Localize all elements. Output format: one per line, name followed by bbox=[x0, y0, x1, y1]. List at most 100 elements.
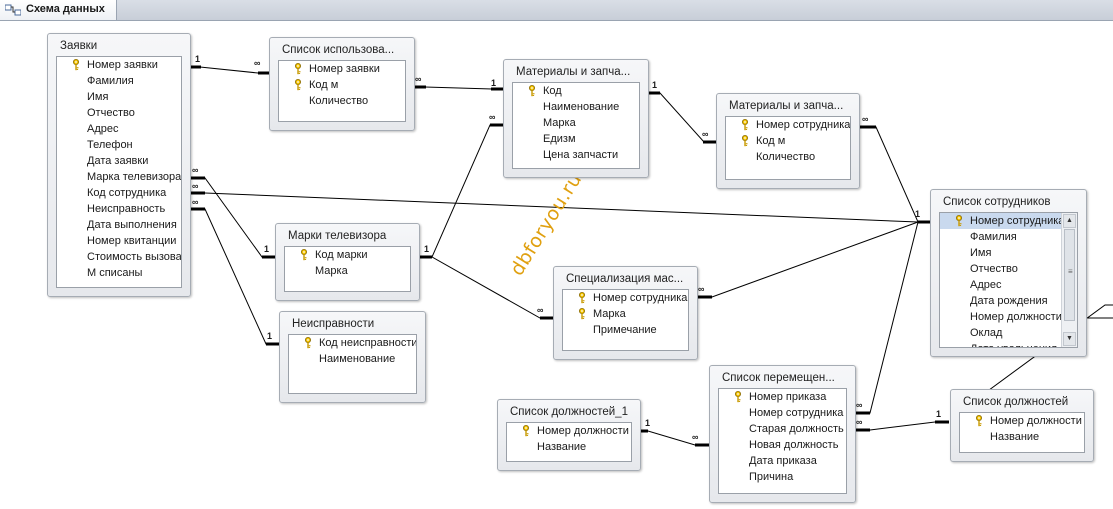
field-row[interactable]: Адрес bbox=[57, 121, 181, 137]
field-row-primary-key[interactable]: Номер заявки bbox=[57, 57, 181, 73]
field-row[interactable]: Отчество bbox=[940, 261, 1062, 277]
primary-key-icon bbox=[741, 119, 749, 131]
scroll-thumb[interactable]: ≡ bbox=[1064, 229, 1075, 321]
field-name: Название bbox=[537, 441, 587, 453]
field-row[interactable]: Примечание bbox=[563, 322, 688, 338]
field-row[interactable]: Номер сотрудника bbox=[719, 405, 846, 421]
field-row[interactable]: Наименование bbox=[513, 99, 639, 115]
field-row[interactable]: Марка телевизора bbox=[57, 169, 181, 185]
field-name: Код м bbox=[309, 79, 339, 91]
field-name: Номер сотрудника bbox=[749, 407, 844, 419]
field-row[interactable]: Дата рождения bbox=[940, 293, 1062, 309]
field-row[interactable]: Едизм bbox=[513, 131, 639, 147]
field-row[interactable]: Количество bbox=[726, 149, 850, 165]
field-row-primary-key[interactable]: Номер должности bbox=[960, 413, 1084, 429]
field-name: Причина bbox=[749, 471, 794, 483]
scroll-down-arrow-icon[interactable]: ▼ bbox=[1063, 332, 1076, 346]
field-row[interactable]: Дата увольнения bbox=[940, 341, 1062, 347]
field-row-primary-key[interactable]: Номер должности bbox=[507, 423, 631, 439]
field-row[interactable]: Дата выполнения bbox=[57, 217, 181, 233]
field-row[interactable]: Новая должность bbox=[719, 437, 846, 453]
field-row[interactable]: Фамилия bbox=[940, 229, 1062, 245]
field-row-primary-key[interactable]: Код м bbox=[279, 77, 405, 93]
field-name: Номер приказа bbox=[749, 391, 827, 403]
field-row[interactable]: Номер должности bbox=[940, 309, 1062, 325]
field-row[interactable]: Дата приказа bbox=[719, 453, 846, 469]
field-name: Неисправность bbox=[87, 203, 166, 215]
field-row[interactable]: Старая должность bbox=[719, 421, 846, 437]
cardinality-one: 1 bbox=[915, 209, 921, 219]
field-row[interactable]: Имя bbox=[940, 245, 1062, 261]
cardinality-one: 1 bbox=[195, 54, 201, 64]
field-row[interactable]: Стоимость вызова bbox=[57, 249, 181, 265]
field-row[interactable]: Наименование bbox=[289, 351, 416, 367]
field-row[interactable]: Причина bbox=[719, 469, 846, 485]
vertical-scrollbar[interactable]: ▲≡ ▼ bbox=[1061, 213, 1077, 347]
field-row[interactable]: Адрес bbox=[940, 277, 1062, 293]
field-row[interactable]: Количество bbox=[279, 93, 405, 109]
table-title: Заявки bbox=[60, 40, 98, 52]
field-row-primary-key[interactable]: Марка bbox=[563, 306, 688, 322]
cardinality-one: 1 bbox=[491, 78, 497, 88]
field-row[interactable]: Неисправность bbox=[57, 201, 181, 217]
field-row-primary-key[interactable]: Код марки bbox=[285, 247, 410, 263]
field-row-primary-key[interactable]: Код м bbox=[726, 133, 850, 149]
primary-key-icon bbox=[294, 63, 302, 75]
field-row[interactable]: Код сотрудника bbox=[57, 185, 181, 201]
field-row[interactable]: Марка bbox=[513, 115, 639, 131]
field-row-primary-key[interactable]: Номер приказа bbox=[719, 389, 846, 405]
field-row[interactable]: М списаны bbox=[57, 265, 181, 281]
field-row[interactable]: Название bbox=[960, 429, 1084, 445]
field-row[interactable]: Название bbox=[507, 439, 631, 455]
field-row-primary-key[interactable]: Номер заявки bbox=[279, 61, 405, 77]
tab-data-schema[interactable]: Схема данных bbox=[0, 0, 117, 20]
field-row[interactable]: Телефон bbox=[57, 137, 181, 153]
field-row[interactable]: Дата заявки bbox=[57, 153, 181, 169]
primary-key-icon bbox=[528, 85, 536, 97]
field-name: Название bbox=[990, 431, 1040, 443]
field-row-primary-key[interactable]: Номер сотрудника bbox=[726, 117, 850, 133]
table-title: Список использова... bbox=[282, 44, 395, 56]
field-row-primary-key[interactable]: Код bbox=[513, 83, 639, 99]
field-row[interactable]: Отчество bbox=[57, 105, 181, 121]
field-row[interactable]: Фамилия bbox=[57, 73, 181, 89]
field-name: Цена запчасти bbox=[543, 149, 619, 161]
cardinality-many: ∞ bbox=[698, 284, 705, 294]
cardinality-many: ∞ bbox=[862, 114, 869, 124]
field-row[interactable]: Цена запчасти bbox=[513, 147, 639, 163]
scroll-up-arrow-icon[interactable]: ▲ bbox=[1063, 214, 1076, 228]
primary-key-icon bbox=[300, 249, 308, 261]
relationship-line bbox=[415, 86, 503, 90]
field-row[interactable]: Оклад bbox=[940, 325, 1062, 341]
field-row-primary-key[interactable]: Код неисправности bbox=[289, 335, 416, 351]
field-row-primary-key[interactable]: Номер сотрудника bbox=[940, 213, 1062, 229]
cardinality-one: 1 bbox=[645, 418, 651, 428]
field-row[interactable]: Имя bbox=[57, 89, 181, 105]
field-name: Новая должность bbox=[749, 439, 839, 451]
field-row-primary-key[interactable]: Номер сотрудника bbox=[563, 290, 688, 306]
field-row[interactable]: Номер квитанции bbox=[57, 233, 181, 249]
field-row[interactable]: Марка bbox=[285, 263, 410, 279]
